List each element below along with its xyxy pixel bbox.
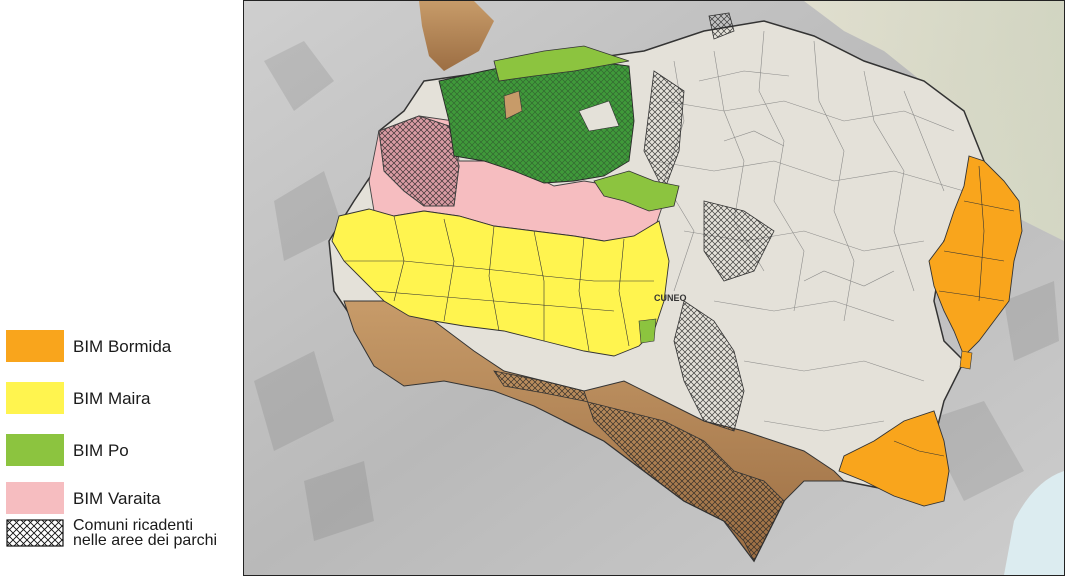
park-area-south (493, 370, 785, 562)
region-bim-po-north[interactable] (493, 45, 630, 82)
legend-label-bim-maira: BIM Maira (73, 388, 151, 408)
legend-label-bim-varaita: BIM Varaita (73, 488, 161, 508)
sea (1004, 471, 1064, 575)
legend-item-bim-maira: BIM Maira (6, 382, 150, 414)
legend-label-bim-po: BIM Po (73, 440, 129, 460)
region-bim-varaita-park (378, 115, 460, 207)
legend-label-comuni-parchi: Comuni ricadenti nelle aree dei parchi (73, 517, 218, 550)
legend-label-bim-bormida: BIM Bormida (73, 336, 172, 356)
legend-item-bim-po: BIM Po (6, 434, 129, 466)
terrain-shading (254, 41, 1059, 541)
legend-item-comuni-parchi: Comuni ricadenti nelle aree dei parchi (6, 517, 223, 550)
legend-swatch-bim-varaita (6, 482, 64, 514)
region-bim-bormida-south[interactable] (838, 410, 950, 507)
park-area-north (643, 70, 685, 192)
po-enclave-1 (503, 90, 523, 120)
legend-swatch-bim-bormida (6, 330, 64, 362)
bormida-municipal-lines (893, 165, 1015, 457)
region-bim-po-east[interactable] (593, 170, 680, 212)
legend-swatch-bim-maira (6, 382, 64, 414)
legend-item-bim-varaita: BIM Varaita (6, 482, 161, 514)
legend-swatch-hatch (6, 519, 64, 547)
legend-swatch-bim-po (6, 434, 64, 466)
map-frame[interactable]: CUNEO (243, 0, 1065, 576)
region-bim-bormida-islet[interactable] (959, 350, 973, 370)
relief-map[interactable]: CUNEO (244, 1, 1064, 575)
park-area-top (708, 12, 735, 40)
po-enclave-2 (578, 100, 620, 132)
park-area-cuneo (703, 200, 775, 282)
region-bim-po-small[interactable] (638, 318, 657, 344)
legend-item-bim-bormida: BIM Bormida (6, 330, 171, 362)
maira-municipal-lines (344, 215, 654, 352)
region-bim-po-park (439, 59, 634, 183)
relief-brown-nw (419, 1, 494, 71)
city-label-cuneo: CUNEO (654, 293, 687, 303)
park-area-central (673, 300, 745, 432)
